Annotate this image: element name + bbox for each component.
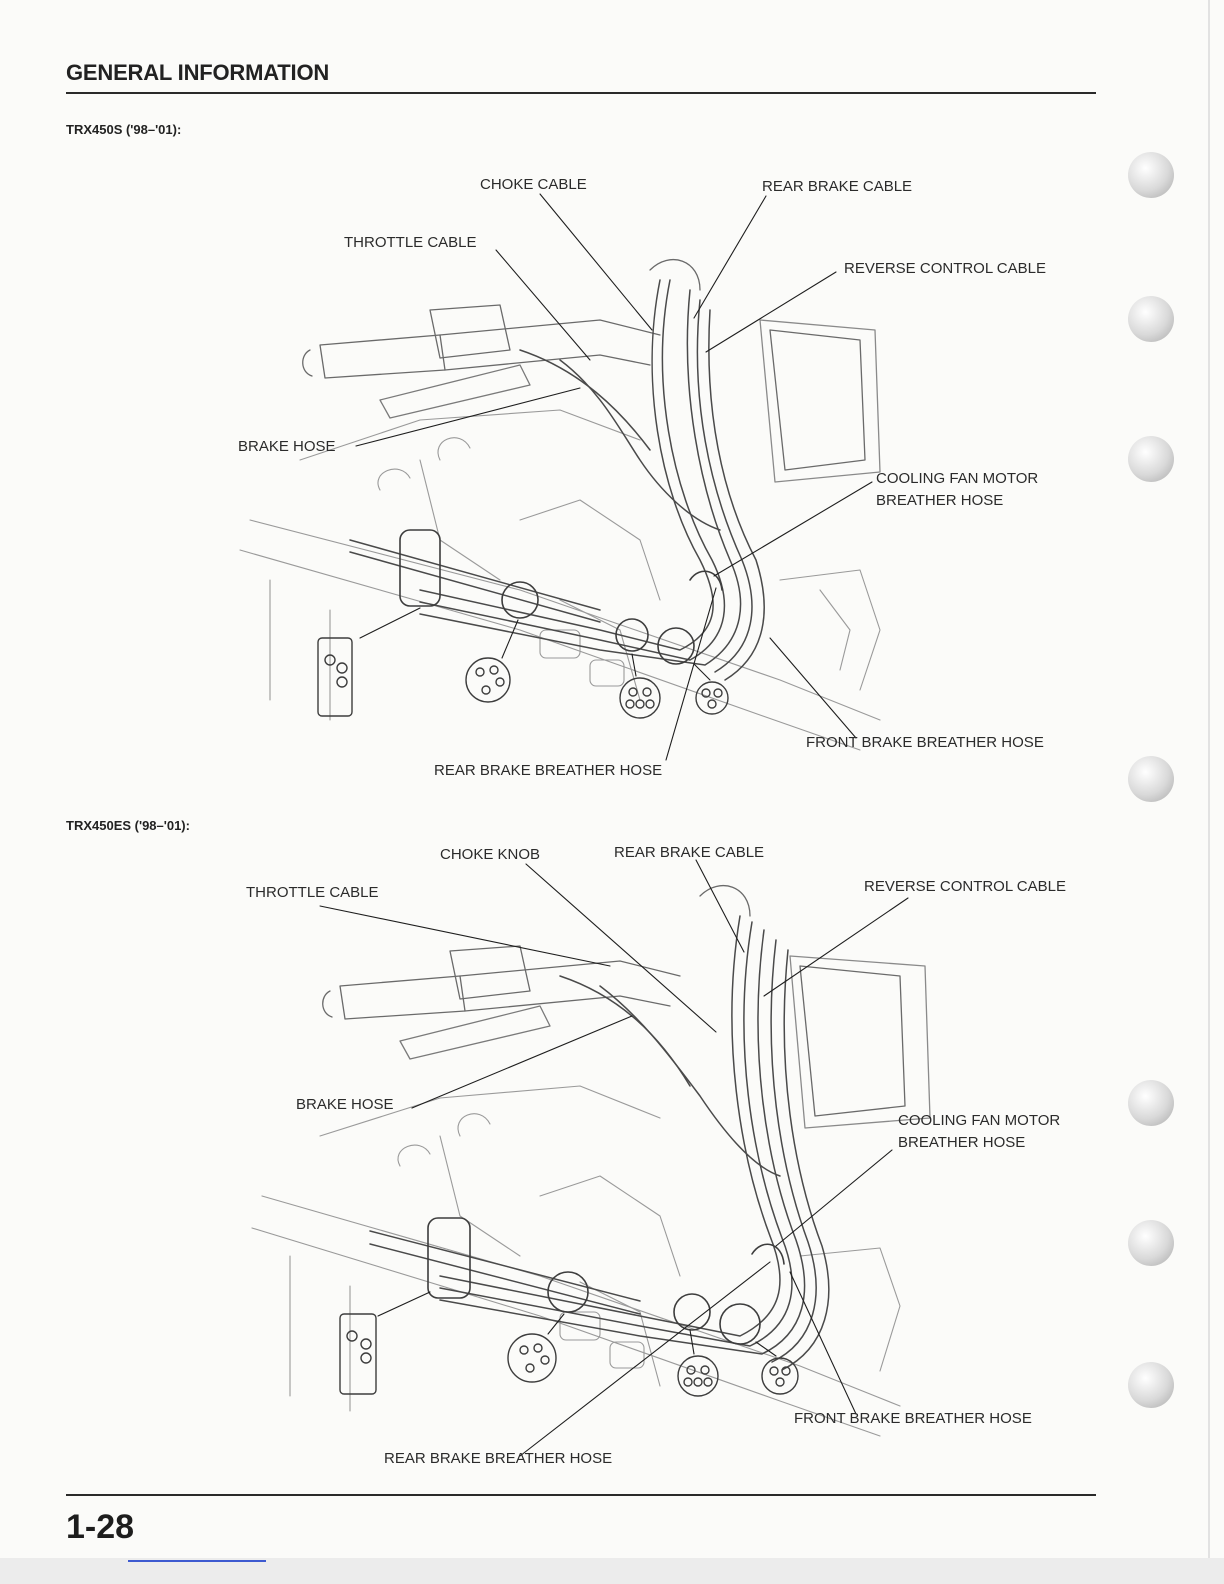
viewer-link-underline[interactable]	[128, 1560, 266, 1562]
callout-choke-knob: CHOKE KNOB	[440, 846, 541, 863]
header-rule	[66, 92, 1096, 94]
callout-cooling-fan-breather-hose: COOLING FAN MOTOR BREATHER HOSE	[898, 1112, 1061, 1151]
model-label-trx450es: TRX450ES ('98–'01):	[66, 818, 190, 833]
callout-rear-brake-cable: REAR BRAKE CABLE	[614, 844, 765, 861]
callout-rear-brake-breather-hose: REAR BRAKE BREATHER HOSE	[434, 762, 663, 779]
callout-brake-hose: BRAKE HOSE	[296, 1096, 394, 1113]
binder-hole	[1128, 756, 1174, 802]
binder-hole	[1128, 436, 1174, 482]
binder-hole	[1128, 152, 1174, 198]
binder-hole	[1128, 1220, 1174, 1266]
callout-front-brake-breather-hose: FRONT BRAKE BREATHER HOSE	[794, 1410, 1032, 1427]
page-number: 1-28	[66, 1508, 135, 1546]
callout-cooling-fan-breather-hose: COOLING FAN MOTOR BREATHER HOSE	[876, 470, 1039, 509]
callout-reverse-control-cable: REVERSE CONTROL CABLE	[844, 260, 1046, 277]
binder-hole	[1128, 1080, 1174, 1126]
footer-rule	[66, 1494, 1096, 1496]
binder-hole	[1128, 1362, 1174, 1408]
callout-rear-brake-cable: REAR BRAKE CABLE	[762, 178, 913, 195]
callout-rear-brake-breather-hose: REAR BRAKE BREATHER HOSE	[384, 1450, 613, 1467]
binder-hole	[1128, 296, 1174, 342]
page-edge	[1208, 0, 1210, 1584]
viewer-bottom-bar	[0, 1558, 1224, 1584]
section-title: GENERAL INFORMATION	[66, 60, 330, 85]
callout-throttle-cable: THROTTLE CABLE	[246, 884, 379, 901]
callout-choke-cable: CHOKE CABLE	[480, 176, 587, 193]
callout-brake-hose: BRAKE HOSE	[238, 438, 336, 455]
callout-front-brake-breather-hose: FRONT BRAKE BREATHER HOSE	[806, 734, 1044, 751]
callout-throttle-cable: THROTTLE CABLE	[344, 234, 477, 251]
callout-reverse-control-cable: REVERSE CONTROL CABLE	[864, 878, 1066, 895]
model-label-trx450s: TRX450S ('98–'01):	[66, 122, 182, 137]
cable-routing-diagram-trx450s: CHOKE CABLE REAR BRAKE CABLE THROTTLE CA…	[0, 160, 1120, 790]
cable-routing-diagram-trx450es: CHOKE KNOB REAR BRAKE CABLE THROTTLE CAB…	[0, 836, 1120, 1486]
